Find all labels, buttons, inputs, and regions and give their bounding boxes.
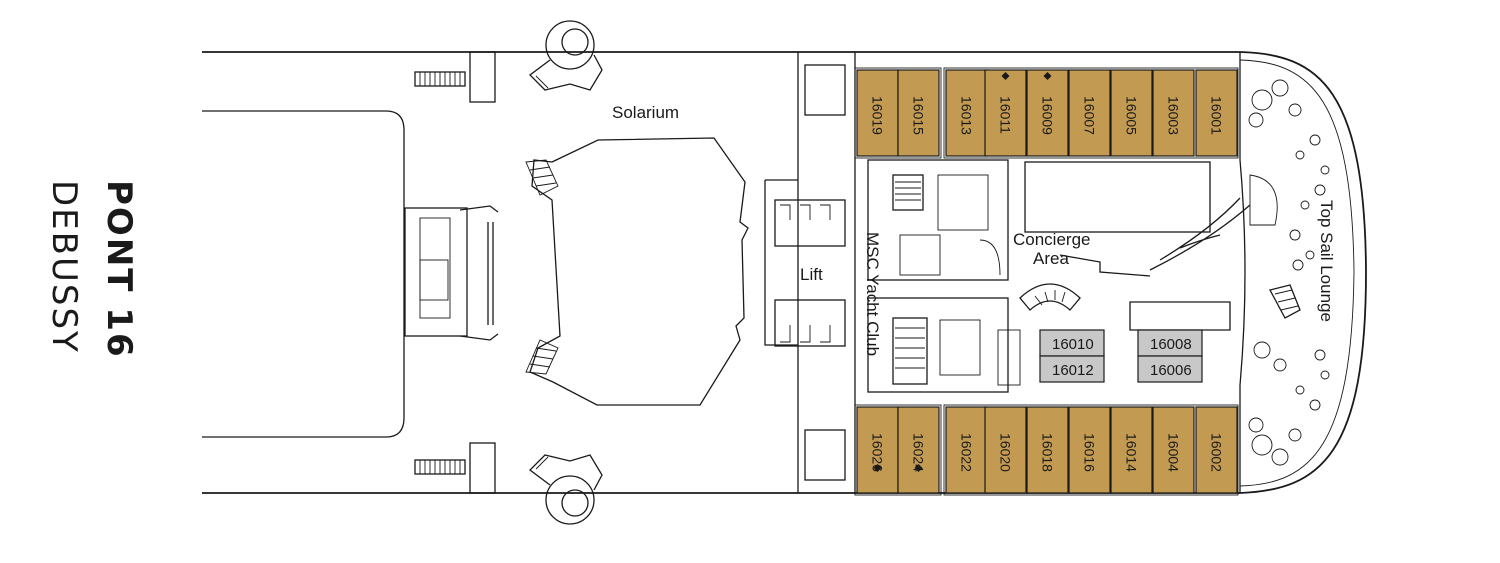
- cabin-16009[interactable]: 16009: [1026, 69, 1069, 157]
- cabin-16004[interactable]: 16004: [1152, 406, 1195, 494]
- cabin-number: 16011: [998, 96, 1014, 134]
- cabin-16026[interactable]: 16026: [856, 406, 899, 494]
- cabin-number: 16003: [1166, 96, 1182, 135]
- cabin-number: 16002: [1209, 433, 1225, 472]
- cabin-16011[interactable]: 16011: [984, 69, 1027, 157]
- cabin-box: [1152, 406, 1195, 494]
- deck-title: PONT 16: [99, 180, 139, 359]
- cabin-number: 16007: [1082, 96, 1098, 135]
- cabin-box: [1195, 406, 1238, 494]
- cabin-16020[interactable]: 16020: [984, 406, 1027, 494]
- cabin-box: [897, 69, 940, 157]
- lift-label: Lift: [800, 265, 823, 284]
- concierge-label-line2: Area: [1033, 249, 1069, 268]
- cabin-group-outline: [943, 67, 1239, 159]
- cabin-16007[interactable]: 16007: [1068, 69, 1111, 157]
- solarium-stairs: [525, 159, 559, 375]
- cabin-box: [1026, 406, 1069, 494]
- aft-pool-area: [202, 110, 499, 438]
- yacht-club-interior: MSC Yacht Club: [863, 159, 1021, 393]
- cabin-number: 16018: [1040, 433, 1056, 472]
- cabin-number: 16014: [1124, 433, 1140, 472]
- cabin-16015[interactable]: 16015: [897, 69, 940, 157]
- accessible-marker-icon: [914, 464, 923, 472]
- top-sail-lounge: Top Sail Lounge: [1239, 52, 1336, 493]
- cabin-row-bottom: 16026 16024 16022 16020 16018 16016 16014 16004…: [854, 404, 1239, 496]
- cabin-16014[interactable]: 16014: [1110, 406, 1153, 494]
- cabin-number: 16020: [998, 433, 1014, 472]
- cabin-16013[interactable]: 16013: [945, 69, 988, 157]
- cabin-box: [984, 406, 1027, 494]
- cabin-16012[interactable]: 16012: [1039, 355, 1105, 383]
- cabin-number: 16026: [870, 433, 886, 472]
- cabin-number: 16006: [1150, 362, 1192, 379]
- cabin-box: [1110, 69, 1153, 157]
- cabin-16002[interactable]: 16002: [1195, 406, 1238, 494]
- cabin-block-interior: 16010 16012 16008 16006: [1039, 329, 1203, 383]
- cabin-number: 16008: [1150, 336, 1192, 353]
- cabin-box: [856, 406, 899, 494]
- cabin-number: 16022: [959, 433, 975, 472]
- central-structure: Lift: [764, 52, 856, 493]
- cabin-group-outline: [854, 404, 942, 496]
- solarium-area: Solarium: [529, 103, 749, 406]
- bridge-wing-bottom: [529, 454, 603, 525]
- cabin-number: 16005: [1124, 96, 1140, 135]
- cabin-number: 16010: [1052, 336, 1094, 353]
- lounger-bottom: [414, 442, 496, 494]
- cabin-box: [945, 69, 988, 157]
- cabin-box: [1137, 355, 1203, 383]
- cabin-box: [1110, 406, 1153, 494]
- cabin-number: 16013: [959, 96, 975, 135]
- accessible-marker-icon: [1043, 72, 1052, 80]
- cabin-16006[interactable]: 16006: [1137, 355, 1203, 383]
- cabin-number: 16016: [1082, 433, 1098, 472]
- cabin-box: [1068, 406, 1111, 494]
- concierge-area: Concierge Area: [1013, 161, 1278, 331]
- cabin-16016[interactable]: 16016: [1068, 406, 1111, 494]
- top-sail-label: Top Sail Lounge: [1317, 200, 1336, 322]
- cabin-row-top: 16019 16015 16013 16011 16009 16007 16005 16003…: [854, 67, 1239, 159]
- cabin-box: [1137, 329, 1203, 357]
- accessible-marker-icon: [873, 464, 882, 472]
- cabin-16010[interactable]: 16010: [1039, 329, 1105, 357]
- cabin-box: [1152, 69, 1195, 157]
- cabin-number: 16015: [911, 96, 927, 135]
- cabin-number: 16019: [870, 96, 886, 135]
- deck-label: PONT 16 DEBUSSY: [44, 180, 139, 359]
- cabin-number: 16012: [1052, 362, 1094, 379]
- bridge-wing-top: [529, 20, 603, 91]
- accessible-marker-icon: [1001, 72, 1010, 80]
- cabin-16005[interactable]: 16005: [1110, 69, 1153, 157]
- lounge-seating: [1248, 79, 1330, 466]
- cabin-16024[interactable]: 16024: [897, 406, 940, 494]
- yacht-club-label: MSC Yacht Club: [863, 232, 882, 356]
- cabin-number: 16001: [1209, 96, 1225, 135]
- cabin-16019[interactable]: 16019: [856, 69, 899, 157]
- cabin-box: [984, 69, 1027, 157]
- cabin-number: 16024: [911, 433, 927, 472]
- concierge-label-line1: Concierge: [1013, 230, 1091, 249]
- cabin-16008[interactable]: 16008: [1137, 329, 1203, 357]
- cabin-box: [1068, 69, 1111, 157]
- cabin-group-outline: [943, 404, 1239, 496]
- cabin-number: 16004: [1166, 433, 1182, 472]
- cabin-box: [945, 406, 988, 494]
- cabin-16018[interactable]: 16018: [1026, 406, 1069, 494]
- cabin-box: [1195, 69, 1238, 157]
- cabin-group-outline: [854, 67, 942, 159]
- cabin-16003[interactable]: 16003: [1152, 69, 1195, 157]
- cabin-box: [1039, 355, 1105, 383]
- lounger-top: [414, 51, 496, 103]
- cabin-box: [1026, 69, 1069, 157]
- cabin-16022[interactable]: 16022: [945, 406, 988, 494]
- cabin-16001[interactable]: 16001: [1195, 69, 1238, 157]
- deck-name: DEBUSSY: [44, 180, 84, 354]
- cabin-number: 16009: [1040, 96, 1056, 135]
- cabin-box: [897, 406, 940, 494]
- solarium-label: Solarium: [612, 103, 679, 122]
